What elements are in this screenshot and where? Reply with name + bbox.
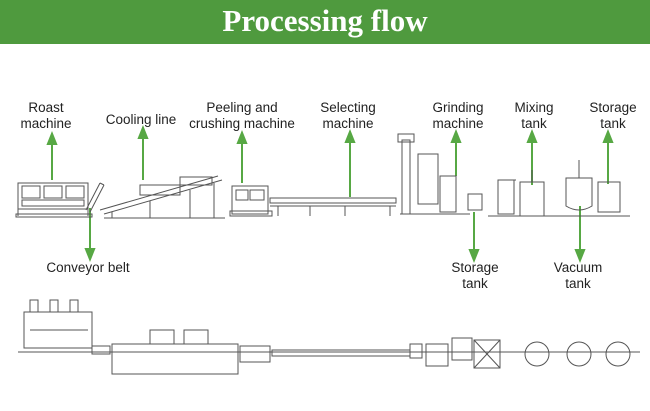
pointer-arrows [46,125,614,263]
plan-storage-tank [605,341,631,367]
label-conveyor-belt: Conveyor belt [46,260,130,275]
plan-cooling-line [111,343,239,375]
plan-selecting-machine [271,349,411,357]
plan-mixing-tank [524,341,550,367]
label-cooling-line: Cooling line [105,112,177,127]
side-view [15,133,630,219]
title-banner [0,0,650,44]
plan-vacuum-tank [566,341,592,367]
plan-view [18,299,640,375]
page-title: Processing flow [222,3,428,38]
roaster-body [17,182,89,210]
